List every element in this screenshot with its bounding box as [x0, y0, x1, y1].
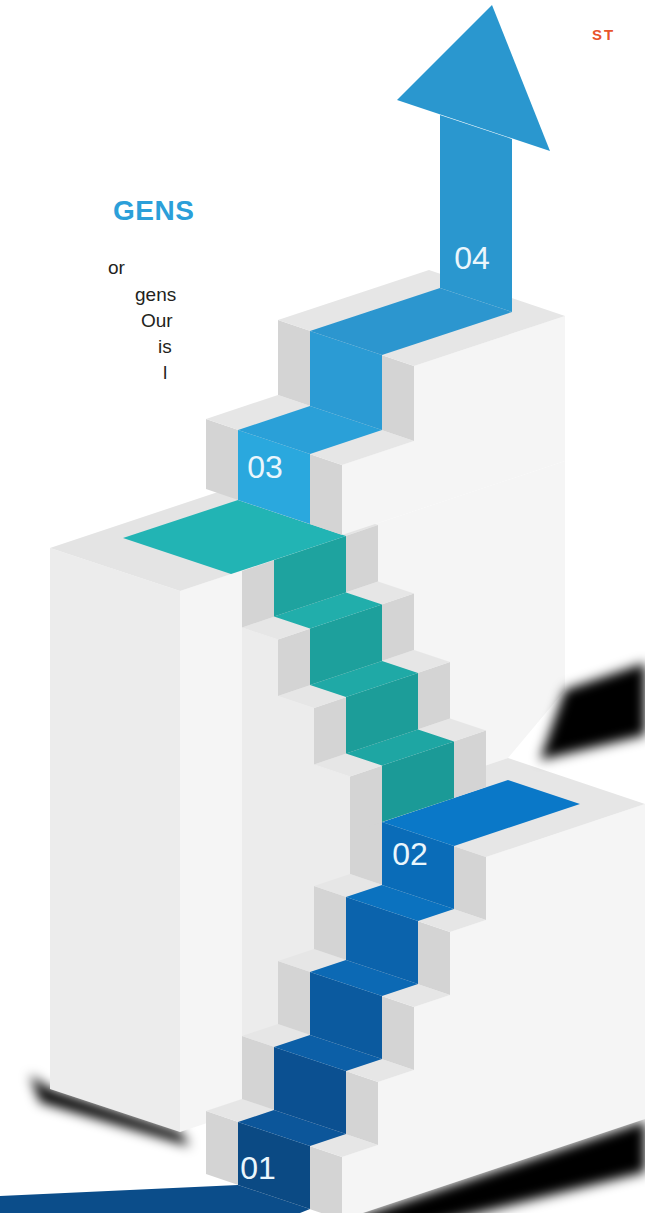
step-number: 03	[247, 448, 283, 486]
body-text-fragment: is	[158, 336, 172, 359]
body-text-fragment: gens	[135, 284, 176, 307]
stair-steps	[206, 811, 486, 1213]
step-number: 04	[454, 239, 490, 277]
block-face	[50, 548, 180, 1132]
arrow-shaft	[440, 115, 512, 312]
body-text-fragment: Our	[141, 310, 173, 333]
body-text-fragment: or	[108, 257, 125, 280]
step-number: 02	[392, 835, 428, 873]
path-stripe	[0, 780, 580, 1213]
section-tag: ST	[592, 26, 615, 44]
path-stripe	[123, 500, 454, 822]
step-number: 01	[240, 1149, 276, 1187]
body-text-fragment: l	[163, 362, 167, 385]
block-shadow	[540, 663, 645, 760]
path-stripe	[238, 5, 550, 524]
arrow-head	[397, 5, 550, 151]
stair-steps	[242, 525, 486, 833]
heading-fragment: GENS	[113, 194, 194, 228]
